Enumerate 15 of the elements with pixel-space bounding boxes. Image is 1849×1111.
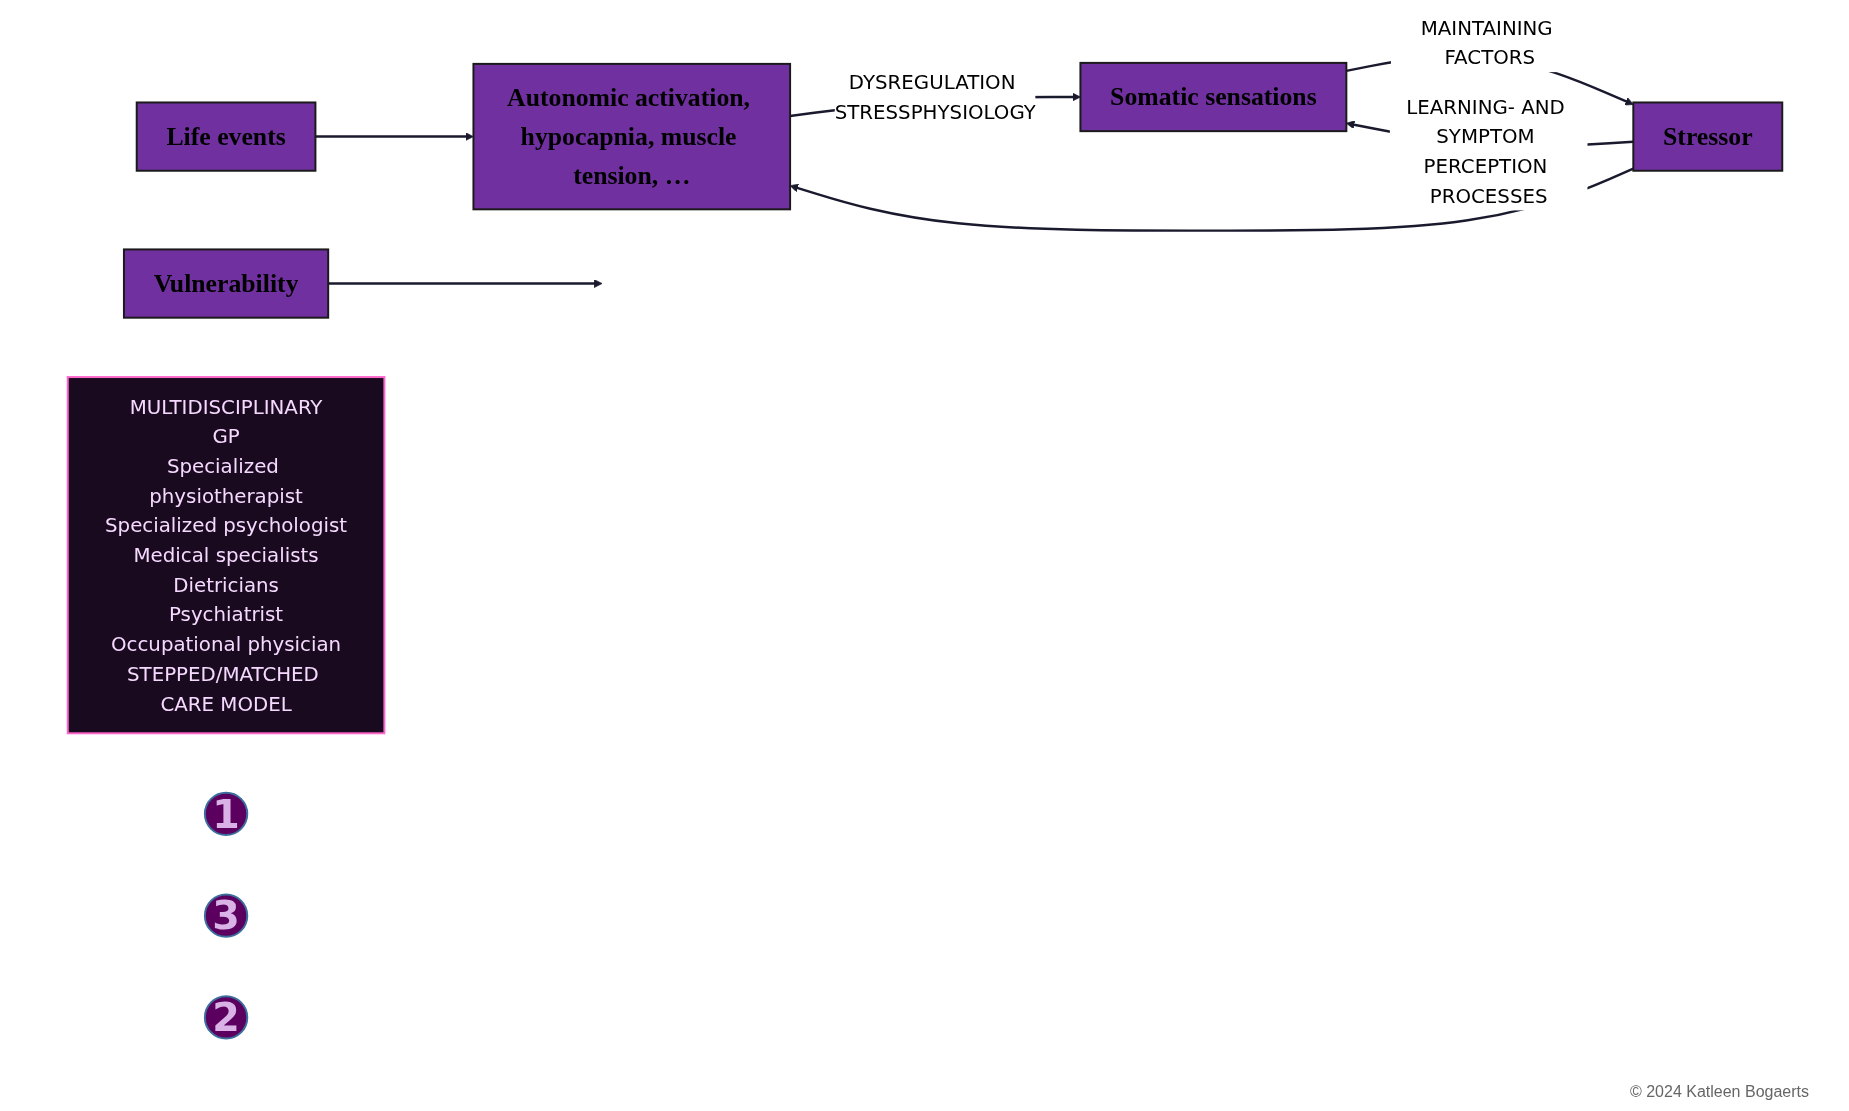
node-box: Somatic sensations [1078,61,1347,133]
node-box: Autonomic activation, hypocapnia, muscle tension, … [471,62,791,211]
edge-label: MAINTAINING FACTORS [1420,15,1553,70]
node-box: Stressor [1631,101,1783,172]
arrow [327,279,602,288]
arrow [789,167,1634,232]
node-circle: 3 [203,893,248,938]
node-box: MULTIDISCIPLINARY GP Specialized physiotherapist Specialized psychologist Medical specialists Dietricians Psychiatrist Occupational physician STEPPED/MATCHED CARE MODEL [66,376,385,735]
node-circle: 2 [203,995,248,1040]
node-circle: 1 [203,791,248,837]
node-box: Life events [135,101,316,172]
edge-label: DYSREGULATION STRESSPHYSIOLOGY [834,70,1036,124]
copyright-note: © 2024 Katleen Bogaerts [1629,1083,1809,1100]
node-box: Vulnerability [122,248,329,319]
edge-label: LEARNING- AND SYMPTOM PERCEPTION PROCESSES [1405,94,1565,208]
